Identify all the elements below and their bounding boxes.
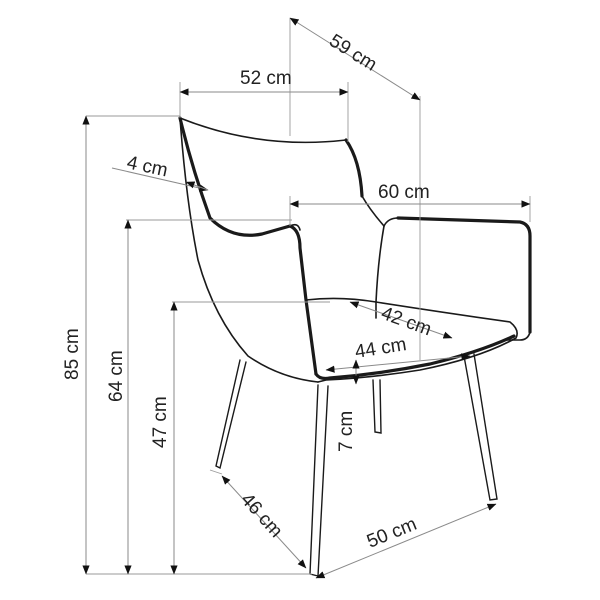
label-seat-depth: 42 cm (378, 303, 434, 340)
dim-46 (221, 475, 307, 569)
right-leg (463, 353, 498, 501)
left-armrest (179, 117, 319, 383)
back-leg (372, 379, 382, 434)
extension-lines (86, 18, 531, 575)
label-seat-height: 47 cm (150, 396, 171, 448)
backrest-piping (178, 116, 292, 237)
seat-cushion (305, 297, 518, 383)
dim-44 (325, 353, 471, 373)
front-right-leg (309, 384, 329, 577)
front-left-leg (215, 359, 247, 470)
label-frame-thickness: 4 cm (125, 152, 170, 181)
dim-59 (289, 17, 421, 101)
chair-legs (215, 353, 498, 577)
dimension-lines (82, 17, 531, 579)
backrest-top-piping (344, 138, 364, 198)
label-armrest-width: 60 cm (378, 182, 430, 203)
dimension-labels: 52 cm 59 cm 4 cm 60 cm 42 cm 44 cm 85 cm… (62, 30, 434, 552)
label-depth-top: 59 cm (325, 30, 380, 75)
dim-4-b (185, 181, 209, 191)
label-base-depth: 46 cm (236, 489, 286, 542)
label-width-top: 52 cm (240, 68, 292, 89)
right-armrest-inner (375, 225, 385, 319)
label-armrest-height: 64 cm (106, 350, 127, 402)
left-armrest-front (289, 223, 301, 231)
label-total-height: 85 cm (62, 328, 83, 380)
label-seat-width: 44 cm (353, 334, 407, 363)
label-cushion-thickness: 7 cm (336, 411, 357, 452)
dim-42 (349, 301, 453, 339)
backrest (179, 117, 385, 227)
seat-front-piping (314, 334, 516, 381)
dim-50 (315, 503, 497, 579)
left-armrest-piping (288, 224, 318, 376)
right-armrest-piping (396, 216, 532, 334)
